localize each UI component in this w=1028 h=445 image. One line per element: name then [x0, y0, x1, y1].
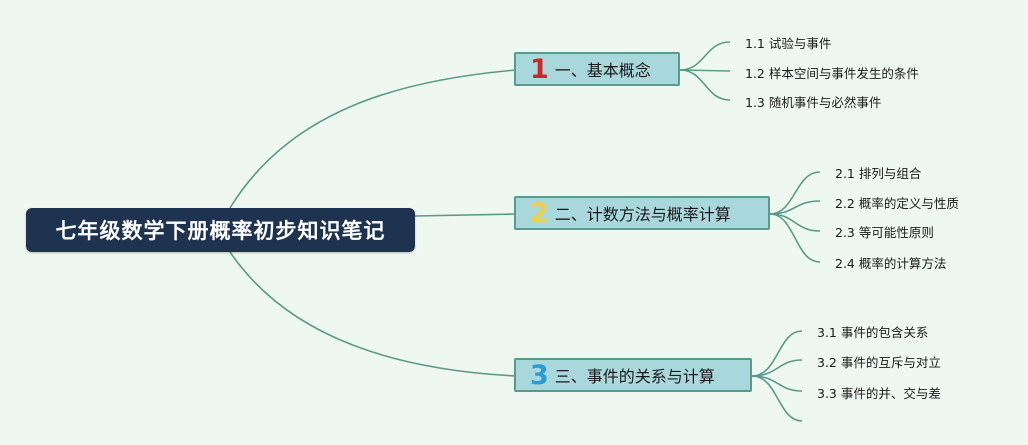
- root-node[interactable]: 七年级数学下册概率初步知识笔记: [26, 208, 415, 252]
- connector-t1-c3: [679, 69, 731, 101]
- number-2-icon: 2: [530, 197, 549, 229]
- leaf-2-1[interactable]: 2.1 排列与组合: [835, 166, 922, 181]
- leaf-1-1[interactable]: 1.1 试验与事件: [745, 36, 832, 51]
- leaf-3-1[interactable]: 3.1 事件的包含关系: [817, 325, 929, 340]
- connector-root-topic1: [229, 69, 517, 209]
- leaf-1-2[interactable]: 1.2 样本空间与事件发生的条件: [745, 66, 919, 81]
- connector-root-topic2: [414, 213, 517, 217]
- topic-2-label: 二、计数方法与概率计算: [554, 205, 731, 224]
- connector-t3-c4: [751, 375, 803, 422]
- topic-node-1[interactable]: 1 一、基本概念: [514, 52, 680, 86]
- connector-root-topic3: [229, 251, 517, 377]
- connector-t1-c2: [679, 69, 731, 72]
- connector-t2-c4: [769, 213, 821, 263]
- leaf-2-4[interactable]: 2.4 概率的计算方法: [835, 256, 947, 271]
- topic-node-2[interactable]: 2 二、计数方法与概率计算: [514, 196, 770, 230]
- root-title: 七年级数学下册概率初步知识笔记: [55, 219, 386, 243]
- leaf-2-3[interactable]: 2.3 等可能性原则: [835, 225, 934, 240]
- leaf-3-2[interactable]: 3.2 事件的互斥与对立: [817, 355, 941, 370]
- number-1-icon: 1: [530, 53, 549, 85]
- connector-t3-c2: [751, 359, 803, 377]
- topic-3-label: 三、事件的关系与计算: [554, 367, 715, 386]
- leaf-3-3[interactable]: 3.3 事件的并、交与差: [817, 386, 941, 401]
- leaf-1-3[interactable]: 1.3 随机事件与必然事件: [745, 95, 882, 110]
- connector-t1-c1: [679, 41, 731, 71]
- leaf-2-2[interactable]: 2.2 概率的定义与性质: [835, 196, 959, 211]
- topic-node-3[interactable]: 3 三、事件的关系与计算: [514, 358, 752, 392]
- topic-1-label: 一、基本概念: [554, 61, 651, 80]
- number-3-icon: 3: [530, 359, 549, 391]
